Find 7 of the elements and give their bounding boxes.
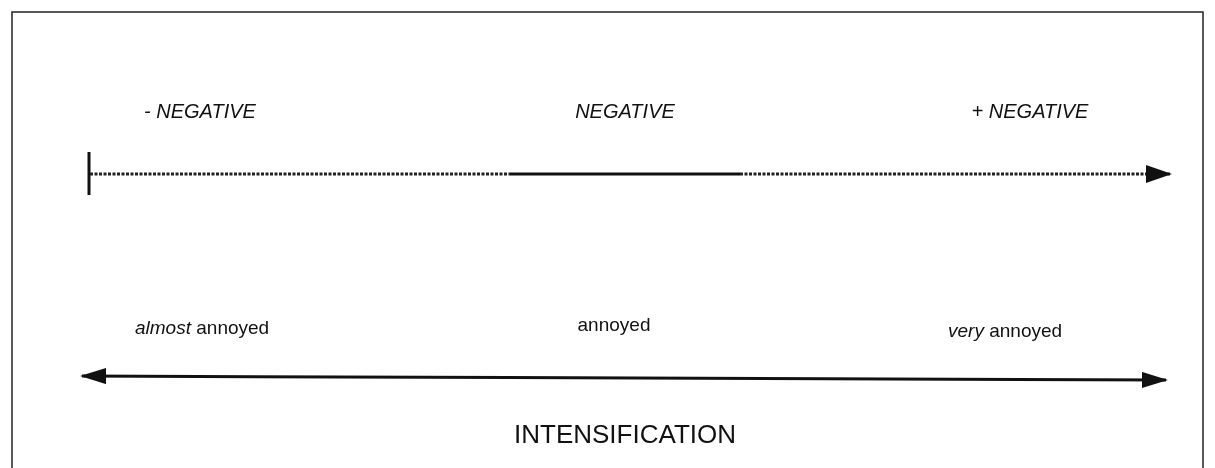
example-phrase: annoyed [577, 315, 651, 336]
scale-point-label: NEGATIVE [575, 100, 675, 122]
axis-title: INTENSIFICATION [514, 420, 736, 449]
example-phrase: very annoyed [948, 321, 1063, 342]
scale-point-label: - NEGATIVE [144, 100, 256, 122]
scale-point-label: + NEGATIVE [971, 100, 1089, 122]
example-phrase: almost annoyed [135, 318, 270, 339]
